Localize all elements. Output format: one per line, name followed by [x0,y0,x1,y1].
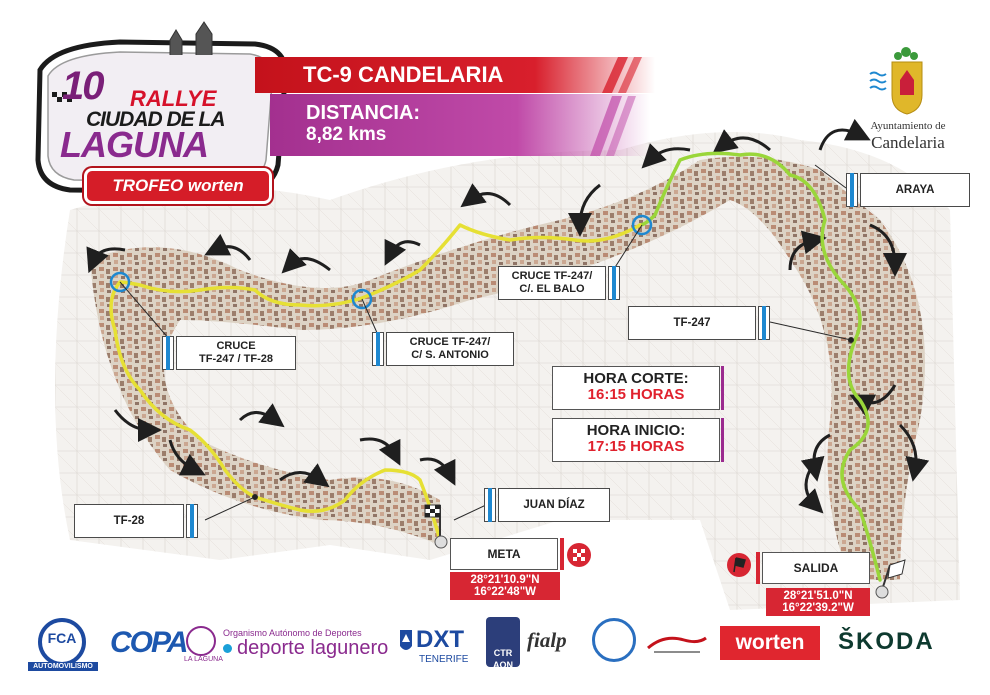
sponsor-la-laguna-seal-icon [186,626,216,656]
marker-san-antonio [351,288,373,310]
sponsor-la-laguna-text: LA LAGUNA [184,656,223,663]
ayuntamiento-shield-icon [869,47,923,115]
label-juan-diaz: JUAN DÍAZ [498,488,610,522]
marker-tf247-tf28 [109,271,131,293]
finish-coordinates: 28°21'10.9"N 16°22'48"W [450,572,560,600]
start-lon: 16°22'39.2"W [782,602,854,614]
rally-logo-number: 10 [62,64,104,108]
arrow-icon [238,403,285,428]
label-tf28: TF-28 [74,504,184,538]
start-accent [756,552,760,584]
distance-panel: DISTANCIA: 8,82 kms [270,94,650,156]
arrow-icon [849,384,897,417]
hora-corte-box: HORA CORTE: 16:15 HORAS [552,366,724,410]
distance-label: DISTANCIA: [306,102,421,124]
stage-title: TC-9 CANDELARIA [255,57,655,93]
label-cruce-el-balo: CRUCE TF-247/ C/. EL BALO [498,266,606,300]
start-badge-icon [727,553,751,577]
arrow-icon [279,463,330,488]
arrow-icon [898,423,930,482]
rally-logo-name: LAGUNA [60,124,209,165]
hora-inicio-value: 17:15 HORAS [587,438,685,455]
label-tab [846,173,858,207]
hora-corte-value: 16:15 HORAS [587,386,685,403]
checkered-flag-icon [424,504,448,549]
arrow-icon [113,409,162,442]
label-cruce-tf247-tf28: CRUCE TF-247 / TF-28 [176,336,296,370]
finish-badge-icon [567,543,591,567]
municipality-line2: Candelaria [871,133,945,152]
finish-label: META [450,538,558,570]
label-tab [372,332,384,366]
marker-el-balo [631,214,653,236]
start-lat: 28°21'51.0"N [783,590,853,602]
start-coordinates: 28°21'51.0"N 16°22'39.2"W [766,588,870,616]
finish-lon: 16°22'48"W [473,586,536,598]
direction-arrows-group [86,118,930,514]
sponsor-skoda-logo: ŠKODA [838,628,935,655]
sponsor-fialp-logo: fialp [527,628,567,652]
arrow-icon [204,233,252,261]
label-tab [162,336,174,370]
arrow-icon [384,238,421,266]
sponsor-deporte-dot-icon [223,644,232,653]
municipality-line1: Ayuntamiento de [870,120,946,132]
rally-logo-rallye: RALLYE [130,86,217,111]
arrow-icon [788,230,827,271]
label-tab [186,504,198,538]
label-tab [484,488,496,522]
start-label: SALIDA [762,552,870,584]
hora-inicio-box: HORA INICIO: 17:15 HORAS [552,418,724,462]
rally-logo-city: CIUDAD DE LA [86,108,225,131]
arrow-icon [168,439,206,476]
label-cruce-san-antonio: CRUCE TF-247/ C/ S. ANTONIO [386,332,514,366]
label-tf247: TF-247 [628,306,756,340]
rally-logo-ribbon: TROFEO worten [84,168,272,204]
arrow-icon [86,246,126,274]
arrow-icon [818,118,871,151]
arrow-icon [359,437,401,466]
arrow-icon [641,143,691,169]
arrow-icon [712,129,771,154]
tenerife-emblem-icon [400,630,412,650]
finish-lat: 28°21'10.9"N [470,574,540,586]
sponsor-deporte-small: Organismo Autónomo de Deportes [223,628,362,638]
finish-accent [560,538,564,570]
sponsor-ctr-logo: CTR AON [486,617,520,670]
sponsor-dxt-sub: TENERIFE [419,654,469,665]
sponsor-fca-sub: AUTOMOVILISMO [28,662,98,671]
route-green [638,151,882,582]
sponsor-deporte-big: deporte lagunero [237,637,389,659]
arrow-icon [419,457,456,486]
sponsor-fca-logo: FCA [38,618,86,666]
label-tab [608,266,620,300]
arrow-icon [869,223,907,277]
sponsor-racing-logo-icon [647,636,707,653]
arrow-icon [568,183,601,237]
flag-icon [875,559,906,599]
leader-lines [119,164,854,521]
distance-value: 8,82 kms [306,124,387,145]
sponsor-dxt-logo: DXT [416,626,464,653]
arrow-icon [798,469,824,514]
sponsor-copa-logo: COPA [110,626,188,659]
sponsor-worten-logo: worten [720,626,820,660]
label-araya: ARAYA [860,173,970,207]
hora-inicio-label: HORA INICIO: [586,422,686,439]
arrow-icon [800,433,831,482]
arrow-icon [460,183,512,208]
label-tab [758,306,770,340]
hora-corte-label: HORA CORTE: [583,370,689,387]
sponsor-club-seal-icon [592,618,636,662]
arrow-icon [281,248,331,274]
